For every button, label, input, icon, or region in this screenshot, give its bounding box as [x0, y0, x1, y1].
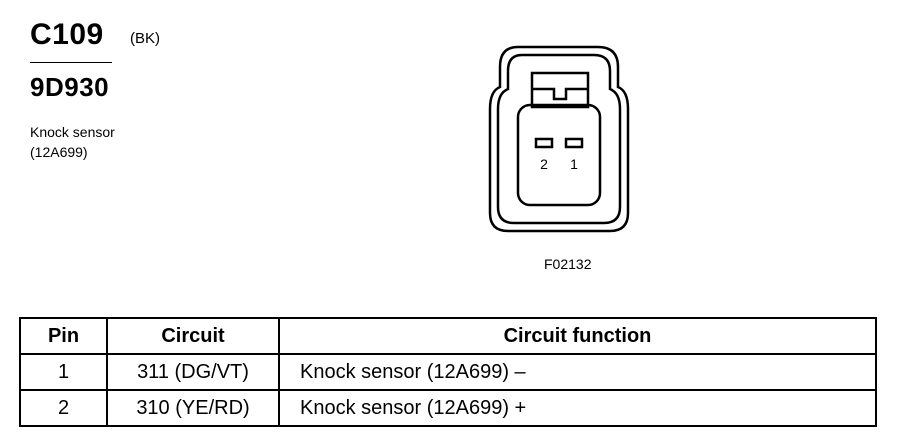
locking-latch [530, 71, 590, 109]
cell-circuit: 310 (YE/RD) [106, 389, 280, 427]
connector-cavity [516, 103, 602, 207]
cell-pin: 1 [19, 353, 108, 391]
connector-inner-housing [496, 53, 622, 225]
component-code: (12A699) [30, 144, 88, 160]
terminal-1 [564, 137, 584, 149]
table-row: 1 311 (DG/VT) Knock sensor (12A699) – [19, 353, 877, 391]
terminal-2 [534, 137, 554, 149]
part-number: 9D930 [30, 72, 110, 102]
cell-circuit-function: Knock sensor (12A699) – [278, 353, 877, 391]
table-row: 2 310 (YE/RD) Knock sensor (12A699) + [19, 389, 877, 427]
connector-outer-housing [488, 45, 630, 233]
connector-id: C109 [30, 18, 104, 51]
pin-label-1: 1 [570, 156, 578, 172]
title-divider [30, 62, 112, 63]
header-pin: Pin [19, 317, 108, 355]
connector-color: (BK) [130, 30, 160, 47]
figure-id: F02132 [544, 256, 592, 272]
header-circuit-function: Circuit function [278, 317, 877, 355]
cell-circuit-function: Knock sensor (12A699) + [278, 389, 877, 427]
cell-circuit: 311 (DG/VT) [106, 353, 280, 391]
table-header-row: Pin Circuit Circuit function [19, 317, 877, 355]
pinout-table: Pin Circuit Circuit function 1 311 (DG/V… [19, 317, 877, 427]
connector-face-diagram: 2 1 [488, 45, 630, 233]
pin-label-2: 2 [540, 156, 548, 172]
component-name: Knock sensor [30, 124, 115, 140]
header-circuit: Circuit [106, 317, 280, 355]
cell-pin: 2 [19, 389, 108, 427]
